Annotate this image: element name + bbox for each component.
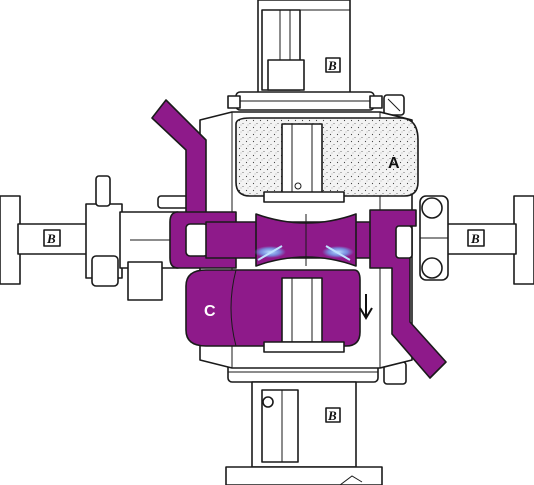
logo-top-text: B [327, 58, 337, 73]
down-arrow-icon [359, 294, 373, 320]
chamber-a-label: A [388, 155, 400, 172]
right-fitting [419, 195, 534, 285]
logo-left-text: B [46, 231, 56, 246]
lower-chamber [185, 269, 361, 353]
logo-top: B [325, 57, 341, 73]
logo-bottom-text: B [327, 408, 337, 423]
logo-bottom: B [325, 407, 341, 423]
bottom-actuator [225, 361, 407, 485]
chamber-c-label: C [204, 303, 216, 320]
logo-right-text: B [470, 231, 480, 246]
flow-glow [254, 245, 354, 261]
logo-right: B [467, 229, 485, 247]
product-channel [151, 99, 447, 379]
upper-chamber [235, 117, 419, 203]
top-actuator [227, 0, 405, 116]
left-fitting [0, 175, 189, 301]
logo-left: B [43, 229, 61, 247]
